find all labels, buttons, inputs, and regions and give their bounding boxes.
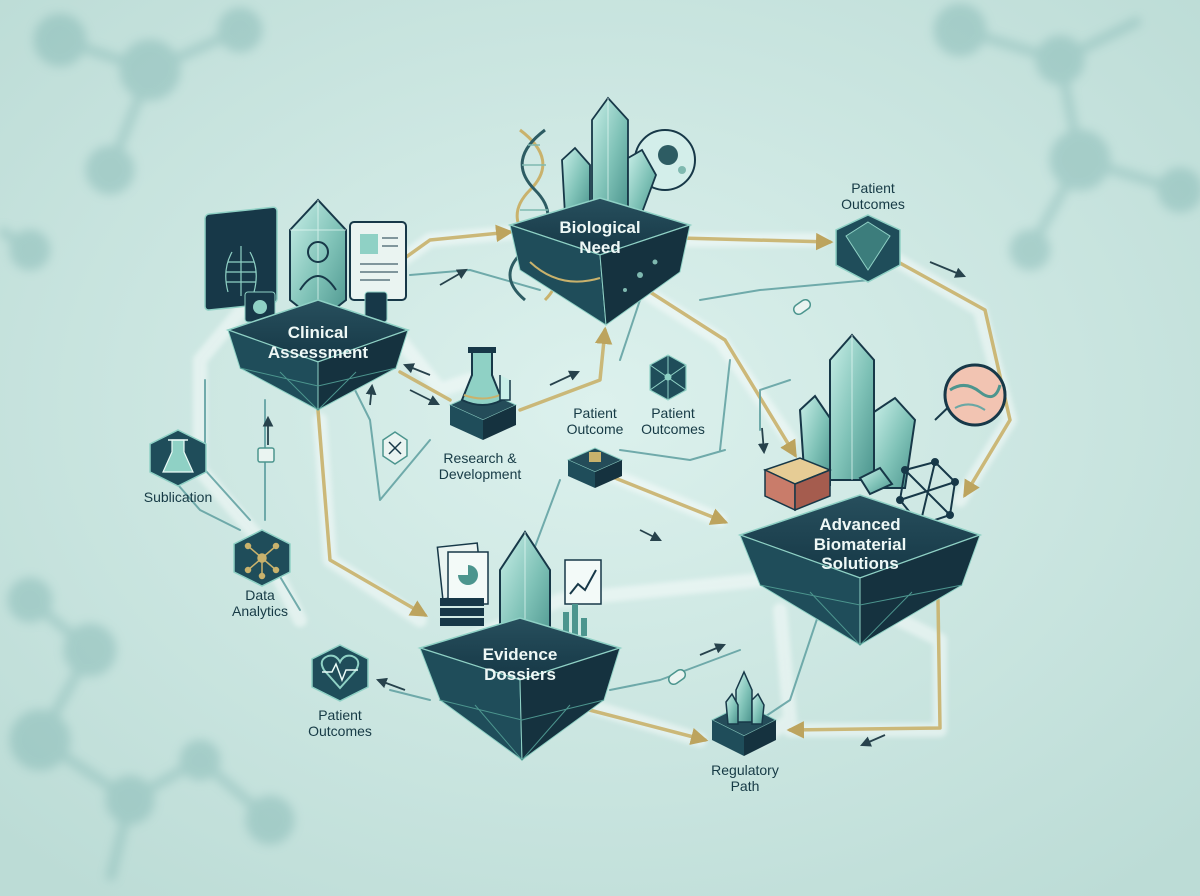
- patient-outcome-mid-node[interactable]: [566, 447, 624, 488]
- tissue-sample-icon: [762, 457, 833, 512]
- background-molecule-decor: [0, 3, 1200, 882]
- patient-outcome-mid-label: Patient Outcome: [566, 405, 624, 438]
- patient-outcomes-top-node[interactable]: [835, 214, 901, 283]
- patient-outcomes-bottom-label: Patient Outcomes: [308, 707, 372, 740]
- flask-icon: [162, 439, 194, 473]
- chart-card-icon: [563, 559, 602, 636]
- data-chip-icon: [589, 452, 601, 462]
- sublication-node[interactable]: [149, 429, 207, 487]
- data-analytics-node[interactable]: [233, 529, 291, 587]
- clinician-crystal-icon: [289, 198, 347, 324]
- network-icon: [244, 542, 280, 580]
- data-analytics-label: Data Analytics: [231, 587, 289, 620]
- patient-outcomes-top-label: Patient Outcomes: [841, 180, 905, 213]
- heart-pulse-icon: [320, 654, 360, 690]
- micro-cube-icon: [649, 355, 687, 400]
- clinical-assessment-label: Clinical Assessment: [267, 323, 369, 362]
- biological-need-block[interactable]: [507, 96, 696, 326]
- patient-outcomes-mid-label: Patient Outcomes: [641, 405, 705, 438]
- patient-outcomes-mid-node[interactable]: [649, 354, 687, 401]
- advanced-biomaterial-block[interactable]: [737, 333, 1007, 646]
- evidence-dossiers-label: Evidence Dossiers: [482, 645, 558, 684]
- crystal-cube-icon: [845, 221, 891, 271]
- x-ray-screen-icon: [204, 206, 278, 311]
- regulatory-path-node[interactable]: [710, 670, 778, 756]
- evidence-dossiers-block[interactable]: [417, 530, 623, 762]
- direction-arrows: [262, 261, 966, 747]
- patient-outcomes-bottom-node[interactable]: [311, 644, 369, 702]
- flask-icon: [460, 347, 511, 406]
- research-development-label: Research & Development: [438, 450, 522, 483]
- patient-profile-card-icon: [349, 221, 407, 301]
- sublication-label: Sublication: [143, 489, 213, 505]
- document-stack-icon: [436, 542, 489, 626]
- research-development-node[interactable]: [448, 347, 518, 440]
- crystal-pedestal-icon: [725, 670, 765, 725]
- biological-need-label: Biological Need: [559, 218, 641, 257]
- tissue-magnifier-icon: [934, 363, 1007, 427]
- connector-pill-icons: [257, 298, 812, 686]
- regulatory-path-label: Regulatory Path: [711, 762, 779, 795]
- clinical-assessment-block[interactable]: [204, 198, 411, 411]
- advanced-biomaterial-label: Advanced Biomaterial Solutions: [813, 515, 907, 574]
